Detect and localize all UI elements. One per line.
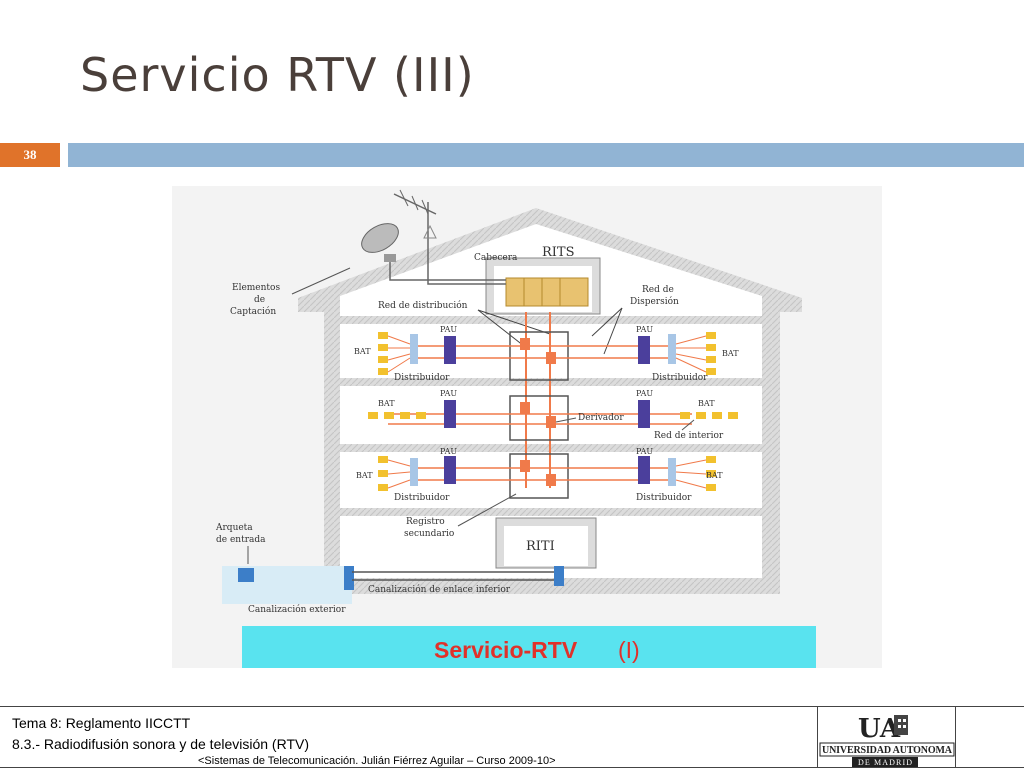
logo-name: UNIVERSIDAD AUTONOMA xyxy=(822,745,953,756)
pau-icon xyxy=(638,336,650,364)
distribuidor-icon xyxy=(410,458,418,486)
rtv-building-illustration: RITS Cabecera Elementos de Captación Red… xyxy=(215,189,816,668)
pau-icon xyxy=(638,400,650,428)
pau-label: PAU xyxy=(440,325,457,334)
bat-label: BAT xyxy=(706,471,723,480)
red-dispersion-label-1: Red de xyxy=(642,285,674,295)
footer-text-area: Tema 8: Reglamento IICCTT 8.3.- Radiodif… xyxy=(0,707,818,768)
distribuidor-label: Distribuidor xyxy=(394,373,450,383)
rits-label: RITS xyxy=(542,245,575,260)
pau-label: PAU xyxy=(440,389,457,398)
bat-label: BAT xyxy=(378,399,395,408)
registro-box-3 xyxy=(509,453,569,499)
pau-icon xyxy=(444,336,456,364)
elementos-label-1: Elementos xyxy=(232,283,280,293)
arqueta-label-2: de entrada xyxy=(216,535,266,545)
distribuidor-label: Distribuidor xyxy=(636,493,692,503)
slide-number: 38 xyxy=(0,143,60,167)
registro-secundario-label-1: Registro xyxy=(406,517,445,527)
distribuidor-label: Distribuidor xyxy=(652,373,708,383)
pau-label: PAU xyxy=(636,325,653,334)
title-divider-bar xyxy=(68,143,1024,167)
satellite-dish-icon xyxy=(361,223,399,253)
distribuidor-icon xyxy=(410,334,418,364)
canalizacion-enlace-label: Canalización de enlace inferior xyxy=(368,584,511,595)
arqueta-label-1: Arqueta xyxy=(215,523,253,533)
canalizacion-exterior-label: Canalización exterior xyxy=(248,604,346,615)
bat-label: BAT xyxy=(722,349,739,358)
pau-icon xyxy=(444,400,456,428)
cabecera-label: Cabecera xyxy=(474,253,518,263)
derivador-icon xyxy=(520,460,530,472)
derivador-icon xyxy=(546,474,556,486)
distribuidor-icon xyxy=(668,458,676,486)
rtv-diagram: RITS Cabecera Elementos de Captación Red… xyxy=(172,186,882,668)
banner-suffix: (I) xyxy=(618,637,640,663)
bat-label: BAT xyxy=(354,347,371,356)
footer: Tema 8: Reglamento IICCTT 8.3.- Radiodif… xyxy=(0,706,1024,768)
bat-label: BAT xyxy=(698,399,715,408)
registro-box-1 xyxy=(509,331,569,381)
logo-subtitle: DE MADRID xyxy=(858,758,912,767)
distribuidor-label: Distribuidor xyxy=(394,493,450,503)
footer-topic: Tema 8: Reglamento IICCTT xyxy=(12,715,191,731)
slide-title: Servicio RTV (III) xyxy=(80,48,475,102)
uam-logo-icon: UA UNIVERSIDAD AUTONOMA DE MADRID xyxy=(819,714,955,767)
arqueta-icon xyxy=(238,568,254,582)
pau-icon xyxy=(444,456,456,484)
banner-title: Servicio-RTV xyxy=(434,637,578,663)
red-dispersion-label-2: Dispersión xyxy=(630,296,679,307)
red-interior-label: Red de interior xyxy=(654,431,724,441)
registro-secundario-label-2: secundario xyxy=(404,529,454,539)
riti-label: RITI xyxy=(526,539,555,554)
pau-label: PAU xyxy=(440,447,457,456)
diagram-caption-banner xyxy=(242,626,816,668)
derivador-icon xyxy=(520,338,530,350)
logo-initials: UA xyxy=(858,714,901,744)
derivador-label: Derivador xyxy=(578,413,624,423)
footer-subtopic: 8.3.- Radiodifusión sonora y de televisi… xyxy=(12,736,310,752)
registro-box-2 xyxy=(509,395,569,441)
elementos-label-2: de xyxy=(254,295,265,305)
cabecera-equipment xyxy=(505,277,589,307)
bat-label: BAT xyxy=(356,471,373,480)
university-logo: UA UNIVERSIDAD AUTONOMA DE MADRID xyxy=(818,707,956,768)
derivador-icon xyxy=(546,352,556,364)
pau-icon xyxy=(638,456,650,484)
derivador-icon xyxy=(546,416,556,428)
distribuidor-icon xyxy=(668,334,676,364)
pau-label: PAU xyxy=(636,447,653,456)
elementos-label-3: Captación xyxy=(230,306,276,317)
pau-label: PAU xyxy=(636,389,653,398)
red-distribucion-label: Red de distribución xyxy=(378,300,468,311)
footer-course: <Sistemas de Telecomunicación. Julián Fi… xyxy=(198,755,556,767)
derivador-icon xyxy=(520,402,530,414)
